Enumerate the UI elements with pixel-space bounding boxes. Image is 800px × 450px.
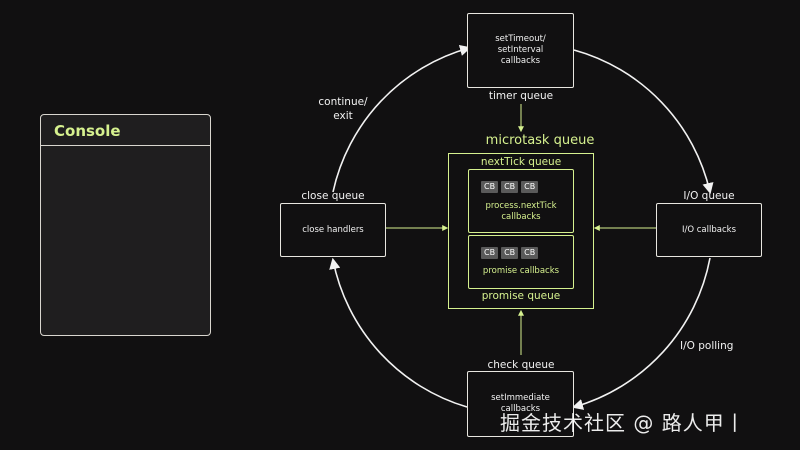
timer-box-line-3: callbacks — [500, 56, 541, 66]
nexttick-text-line-2: callbacks — [501, 212, 541, 222]
console-title: Console — [54, 122, 121, 140]
promise-queue-label: promise queue — [481, 290, 561, 302]
close-phase-box: close handlers — [280, 203, 386, 257]
arc-check-to-close — [329, 257, 468, 408]
timer-box-line-1: setTimeout/ — [495, 34, 546, 44]
promise-text: promise callbacks — [482, 266, 560, 276]
continue-exit-label: continue/ exit — [318, 95, 367, 123]
promise-chip-2: CB — [501, 247, 519, 259]
io-polling-label: I/O polling — [680, 340, 734, 352]
nexttick-box: CB CB CB process.nextTick callbacks — [468, 169, 574, 233]
arc-io-to-check — [571, 257, 711, 410]
check-box-line-2: callbacks — [500, 404, 541, 414]
promise-chips: CB CB CB — [481, 247, 539, 259]
arc-timer-to-io — [573, 49, 714, 195]
timer-phase-box: setTimeout/ setInterval callbacks — [467, 13, 574, 88]
io-queue-label: I/O queue — [683, 190, 735, 202]
console-panel: Console — [40, 114, 211, 336]
nexttick-chip-2: CB — [501, 181, 519, 193]
continue-line-2: exit — [333, 110, 353, 122]
microtask-queue-title: microtask queue — [485, 133, 595, 148]
io-phase-box: I/O callbacks — [656, 203, 762, 257]
promise-chip-1: CB — [481, 247, 499, 259]
check-queue-label: check queue — [487, 359, 555, 371]
nexttick-text: process.nextTick callbacks — [469, 201, 573, 223]
io-box-text: I/O callbacks — [682, 224, 736, 235]
timer-box-line-2: setInterval — [497, 45, 544, 55]
console-header: Console — [41, 115, 210, 146]
watermark: 掘金技术社区 @ 路人甲丨 — [500, 411, 746, 435]
nexttick-chip-1: CB — [481, 181, 499, 193]
microtask-queue-box — [448, 153, 594, 309]
promise-box: CB CB CB promise callbacks — [468, 235, 574, 289]
arc-close-to-timer — [332, 45, 472, 193]
close-box-text: close handlers — [302, 224, 364, 235]
check-phase-box: setImmediate callbacks — [467, 371, 574, 437]
nexttick-chips: CB CB CB — [481, 181, 539, 193]
timer-queue-label: timer queue — [488, 90, 554, 102]
nexttick-queue-label: nextTick queue — [480, 156, 562, 168]
check-box-line-1: setImmediate — [491, 393, 550, 403]
close-queue-label: close queue — [301, 190, 365, 202]
nexttick-chip-3: CB — [521, 181, 539, 193]
continue-line-1: continue/ — [318, 96, 368, 108]
promise-chip-3: CB — [521, 247, 539, 259]
nexttick-text-line-1: process.nextTick — [485, 201, 557, 211]
